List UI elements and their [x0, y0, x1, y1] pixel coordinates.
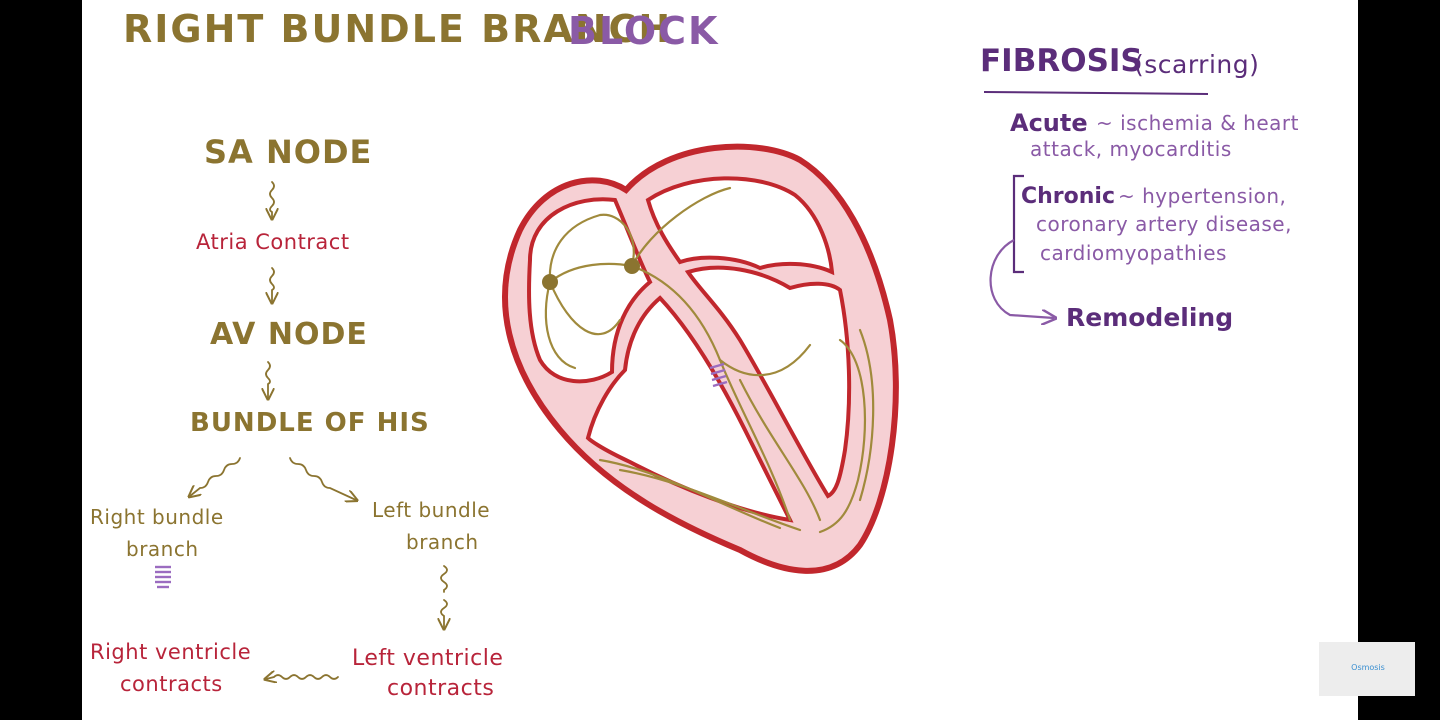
- left-ventricle-contracts-line1: Left ventricle: [352, 646, 504, 671]
- arrow-lv-to-rv: [266, 675, 339, 679]
- arrow-left-bundle-to-lv-2: [441, 599, 447, 628]
- osmosis-logo: Osmosis: [1319, 642, 1415, 696]
- av-node-label: AV NODE: [210, 317, 368, 352]
- remodeling-arrow: [989, 239, 1054, 318]
- chronic-description-line3: cardiomyopathies: [1040, 241, 1227, 265]
- title-block: BLOCK: [568, 9, 720, 53]
- arrow-his-to-left-bundle: [289, 457, 356, 500]
- acute-description-line2: attack, myocarditis: [1030, 137, 1232, 161]
- chronic-description-line1: ~ hypertension,: [1118, 184, 1287, 208]
- sa-node-label: SA NODE: [204, 133, 373, 171]
- heart-block-marker-icon: [709, 362, 728, 388]
- arrow-his-to-right-bundle: [190, 457, 241, 496]
- arrow-atria-to-av: [270, 267, 274, 302]
- acute-label: Acute: [1010, 109, 1088, 137]
- sa-node-dot: [542, 274, 558, 290]
- scarring-subheading: (scarring): [1134, 50, 1260, 79]
- left-bundle-branch-label-line2: branch: [406, 530, 479, 554]
- fibrosis-underline: [983, 91, 1209, 95]
- chronic-bracket: [1012, 174, 1024, 274]
- right-bundle-branch-label-line2: branch: [126, 537, 199, 561]
- left-ventricle-contracts-line2: contracts: [387, 676, 495, 701]
- right-ventricle-contracts-line2: contracts: [120, 672, 223, 696]
- bundle-of-his-label: BUNDLE OF HIS: [190, 408, 430, 438]
- remodeling-label: Remodeling: [1066, 303, 1234, 332]
- heart-illustration: [502, 143, 899, 574]
- title-main: RIGHT BUNDLE BRANCH: [123, 7, 673, 51]
- av-node-dot: [624, 258, 640, 274]
- fibrosis-heading: FIBROSIS: [980, 43, 1143, 79]
- arrow-av-to-his: [266, 361, 270, 398]
- right-bundle-branch-label-line1: Right bundle: [90, 505, 224, 529]
- acute-description-line1: ~ ischemia & heart: [1096, 111, 1299, 135]
- arrow-sa-to-atria: [270, 181, 274, 218]
- chronic-description-line2: coronary artery disease,: [1036, 212, 1292, 236]
- osmosis-logo-text: Osmosis: [1351, 663, 1385, 672]
- chronic-label: Chronic: [1021, 184, 1116, 209]
- atria-contract-label: Atria Contract: [196, 230, 350, 254]
- left-atrium-chamber: [645, 176, 835, 276]
- right-ventricle-contracts-line1: Right ventricle: [90, 640, 252, 664]
- left-ventricle-chamber: [684, 265, 852, 499]
- arrow-left-bundle-to-lv: [440, 565, 448, 593]
- block-marker-icon: [155, 565, 171, 589]
- left-bundle-branch-label-line1: Left bundle: [372, 498, 491, 522]
